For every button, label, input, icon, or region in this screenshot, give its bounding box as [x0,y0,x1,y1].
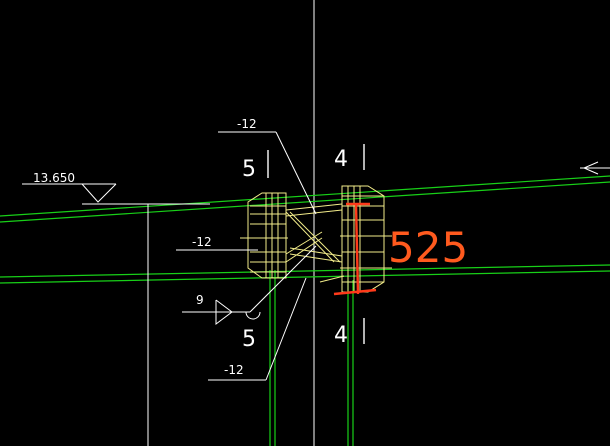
connection-plates [285,203,345,283]
right-column [347,280,354,446]
plate-label-top: -12 [237,117,257,131]
section-mark-left-bottom: 5 [242,327,256,352]
right-edge-arrow-icon [580,161,610,175]
plate-label-middle: -12 [192,235,212,249]
section-mark-right-bottom: 4 [334,323,348,348]
elevation-value: 13.650 [33,171,75,185]
plate-label-bottom: -12 [224,363,244,377]
weld-size: 9 [196,293,204,307]
leader-top-plate [218,131,317,215]
markup-annotation: 525 [388,223,468,272]
section-mark-right-top: 4 [334,147,348,172]
section-mark-left-top: 5 [242,157,256,182]
left-gusset-plate [240,192,288,279]
leader-bottom-plate [208,277,307,381]
bottom-beam [0,264,610,284]
markup-ibeam-symbol [333,202,377,296]
top-beam [0,175,610,223]
weld-symbol [182,245,317,325]
elevation-marker [22,183,210,446]
